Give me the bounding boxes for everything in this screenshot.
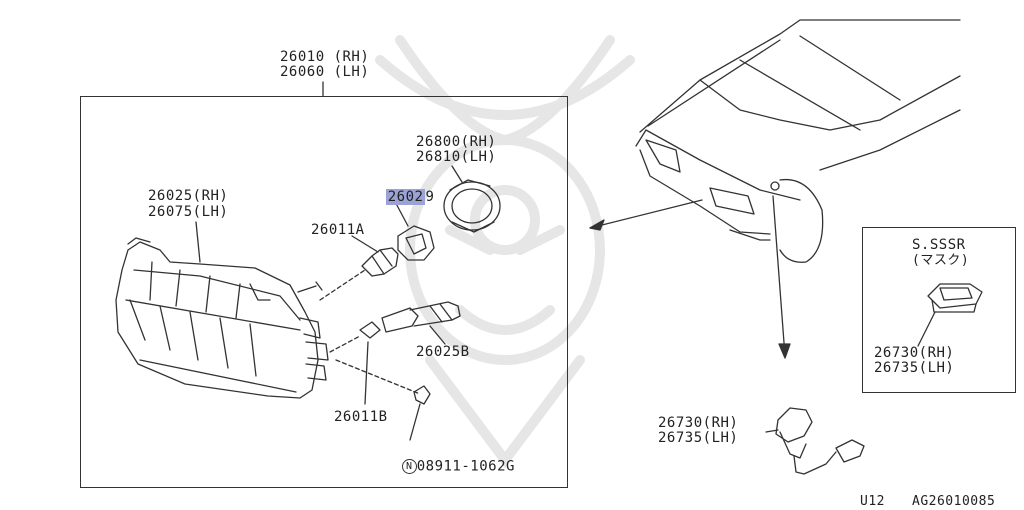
side-lamp-lh-label[interactable]: 26735(LH) bbox=[658, 430, 739, 446]
diagram-code: AG26010085 bbox=[912, 494, 996, 509]
headlamp-assembly-frame bbox=[80, 96, 568, 488]
clip-part-number: 08911-1062G bbox=[416, 458, 515, 475]
inset-lamp-rh-label[interactable]: 26730(RH) bbox=[874, 345, 955, 361]
clip-symbol-icon: N bbox=[401, 459, 417, 474]
bulb-socket-suffix: 9 bbox=[425, 189, 435, 205]
assembly-lh-label[interactable]: 26060 (LH) bbox=[280, 64, 370, 80]
side-lamp-rh-label[interactable]: 26730(RH) bbox=[658, 415, 739, 431]
housing-rh-label[interactable]: 26025(RH) bbox=[148, 188, 229, 204]
samurai-watermark-icon bbox=[375, 35, 635, 469]
model-code: U12 bbox=[860, 494, 885, 509]
assembly-rh-label[interactable]: 26010 (RH) bbox=[280, 49, 370, 65]
housing-lh-label[interactable]: 26075(LH) bbox=[148, 204, 229, 220]
inset-note-label: (マスク) bbox=[912, 253, 970, 268]
bulb-socket-highlight: 2602 bbox=[385, 189, 426, 205]
cap-lh-label[interactable]: 26810(LH) bbox=[416, 149, 497, 165]
socket-harness-label[interactable]: 26025B bbox=[416, 344, 470, 360]
cap-rh-label[interactable]: 26800(RH) bbox=[416, 134, 497, 150]
option-inset-frame bbox=[862, 227, 1016, 393]
inset-lamp-lh-label[interactable]: 26735(LH) bbox=[874, 360, 955, 376]
bulb-main-label[interactable]: 26011A bbox=[311, 222, 365, 238]
inset-grade-label: S.SSSR bbox=[912, 237, 966, 253]
small-bulb-label[interactable]: 26011B bbox=[334, 409, 388, 425]
